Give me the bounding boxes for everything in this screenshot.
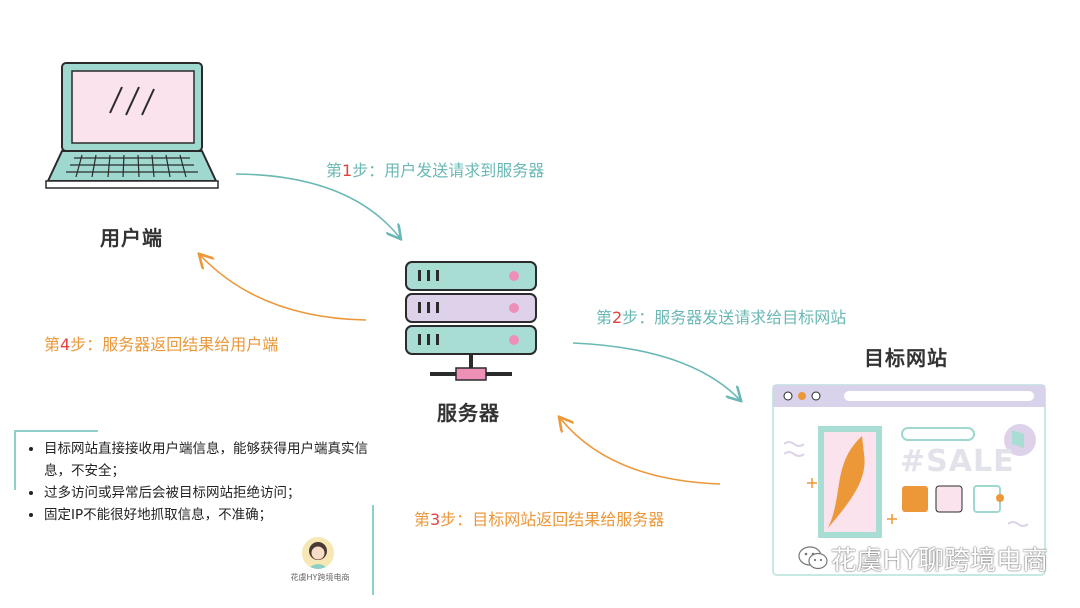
- server-icon: [405, 261, 537, 381]
- avatar-caption: 花虞HY跨境电商: [290, 573, 350, 582]
- step1-number: 1: [342, 161, 353, 180]
- step3-label: 第3步：目标网站返回结果给服务器: [414, 506, 664, 530]
- note-item: 固定IP不能很好地抓取信息，不准确；: [44, 504, 374, 526]
- client-label: 用户端: [100, 226, 163, 250]
- notes-box: 目标网站直接接收用户端信息，能够获得用户端真实信息，不安全； 过多访问或异常后会…: [14, 430, 374, 595]
- notes-frame-top: [14, 430, 98, 432]
- step2-text: 步：服务器发送请求给目标网站: [622, 308, 847, 327]
- step4-label: 第4步：服务器返回结果给用户端: [44, 331, 278, 355]
- step2-number: 2: [612, 308, 623, 327]
- step2-prefix: 第: [596, 308, 613, 327]
- step3-number: 3: [430, 510, 441, 529]
- step3-text: 步：目标网站返回结果给服务器: [440, 510, 665, 529]
- note-item: 过多访问或异常后会被目标网站拒绝访问；: [44, 482, 374, 504]
- step2-label: 第2步：服务器发送请求给目标网站: [596, 304, 846, 328]
- step1-text: 步：用户发送请求到服务器: [352, 161, 545, 180]
- step1-prefix: 第: [326, 161, 343, 180]
- server-label: 服务器: [437, 401, 500, 425]
- website-icon: [772, 384, 1046, 576]
- avatar: [302, 537, 334, 569]
- step4-prefix: 第: [44, 335, 61, 354]
- target-label: 目标网站: [864, 346, 948, 370]
- arrow-step2: [572, 342, 740, 400]
- step4-number: 4: [60, 335, 71, 354]
- notes-list: 目标网站直接接收用户端信息，能够获得用户端真实信息，不安全； 过多访问或异常后会…: [14, 438, 374, 526]
- arrow-step4: [200, 255, 367, 321]
- arrow-step3: [560, 418, 721, 485]
- notes-frame-right: [372, 505, 374, 595]
- avatar-girl-icon: [308, 542, 328, 569]
- wechat-icon: [798, 546, 828, 570]
- website-sale-text: #SALE: [900, 444, 1015, 479]
- step3-prefix: 第: [414, 510, 431, 529]
- notes-frame-left: [14, 430, 16, 490]
- note-item: 目标网站直接接收用户端信息，能够获得用户端真实信息，不安全；: [44, 438, 374, 482]
- step1-label: 第1步：用户发送请求到服务器: [326, 157, 544, 181]
- laptop-icon: [45, 62, 219, 189]
- arrow-step1: [235, 173, 400, 238]
- step4-text: 步：服务器返回结果给用户端: [70, 335, 279, 354]
- watermark-text: 花虞HY聊跨境电商: [830, 546, 1048, 576]
